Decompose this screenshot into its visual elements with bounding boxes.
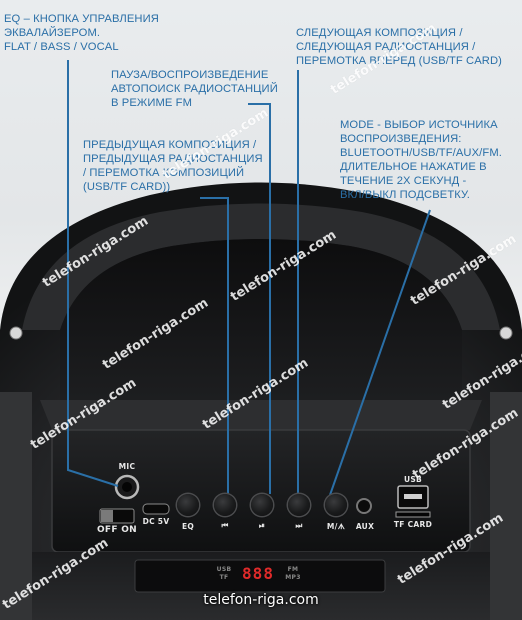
tf-label: TF CARD xyxy=(393,520,433,529)
display-digits: 888 xyxy=(242,564,274,583)
mode-annotation: MODE - ВЫБОР ИСТОЧНИКА ВОСПРОИЗВЕДЕНИЯ: … xyxy=(340,119,502,201)
play-pause-annotation: ПАУЗА/ВОСПРОИЗВЕДЕНИЕ АВТОПОИСК РАДИОСТА… xyxy=(111,69,278,109)
leader-mode xyxy=(329,209,431,496)
prev-icon: ⏮ xyxy=(221,521,229,530)
display-fm: FM xyxy=(287,566,299,573)
tf-slot xyxy=(395,511,431,518)
next-annotation: СЛЕДУЮЩАЯ КОМПОЗИЦИЯ / СЛЕДУЮЩАЯ РАДИОСТ… xyxy=(296,27,502,67)
display-tf: TF xyxy=(219,574,229,581)
play-pause-button[interactable] xyxy=(251,494,273,516)
eq-annotation: EQ – КНОПКА УПРАВЛЕНИЯ ЭКВАЛАЙЗЕРОМ. FLA… xyxy=(4,13,159,53)
site-caption: telefon-riga.com xyxy=(203,592,319,608)
mode-button[interactable] xyxy=(325,494,347,516)
prev-button[interactable] xyxy=(214,494,236,516)
prev-annotation: ПРЕДЫДУЩАЯ КОМПОЗИЦИЯ / ПРЕДЫДУЩАЯ РАДИО… xyxy=(83,139,263,193)
aux-jack xyxy=(356,498,372,514)
next-icon: ⏭ xyxy=(295,521,303,530)
eq-button[interactable] xyxy=(177,494,199,516)
usb-label: USB xyxy=(403,475,423,484)
display-bar xyxy=(134,559,386,593)
display-usb: USB xyxy=(216,566,232,573)
next-button[interactable] xyxy=(288,494,310,516)
leader-prev xyxy=(200,197,229,494)
play-pause-icon: ⏯ xyxy=(258,521,266,530)
speaker-opening xyxy=(60,239,462,400)
off-on-label: OFF ON xyxy=(96,525,138,535)
leader-eq xyxy=(67,60,119,487)
eq-label: EQ xyxy=(181,522,195,531)
leader-play xyxy=(248,103,271,494)
speaker-top-handle xyxy=(22,203,500,330)
dc-port xyxy=(142,503,170,515)
dc-label: DC 5V xyxy=(142,517,170,526)
mic-label: MIC xyxy=(118,462,136,471)
mode-label: M/ᗑ xyxy=(326,522,346,531)
aux-label: AUX xyxy=(355,522,375,531)
display-mp3: MP3 xyxy=(285,574,301,581)
